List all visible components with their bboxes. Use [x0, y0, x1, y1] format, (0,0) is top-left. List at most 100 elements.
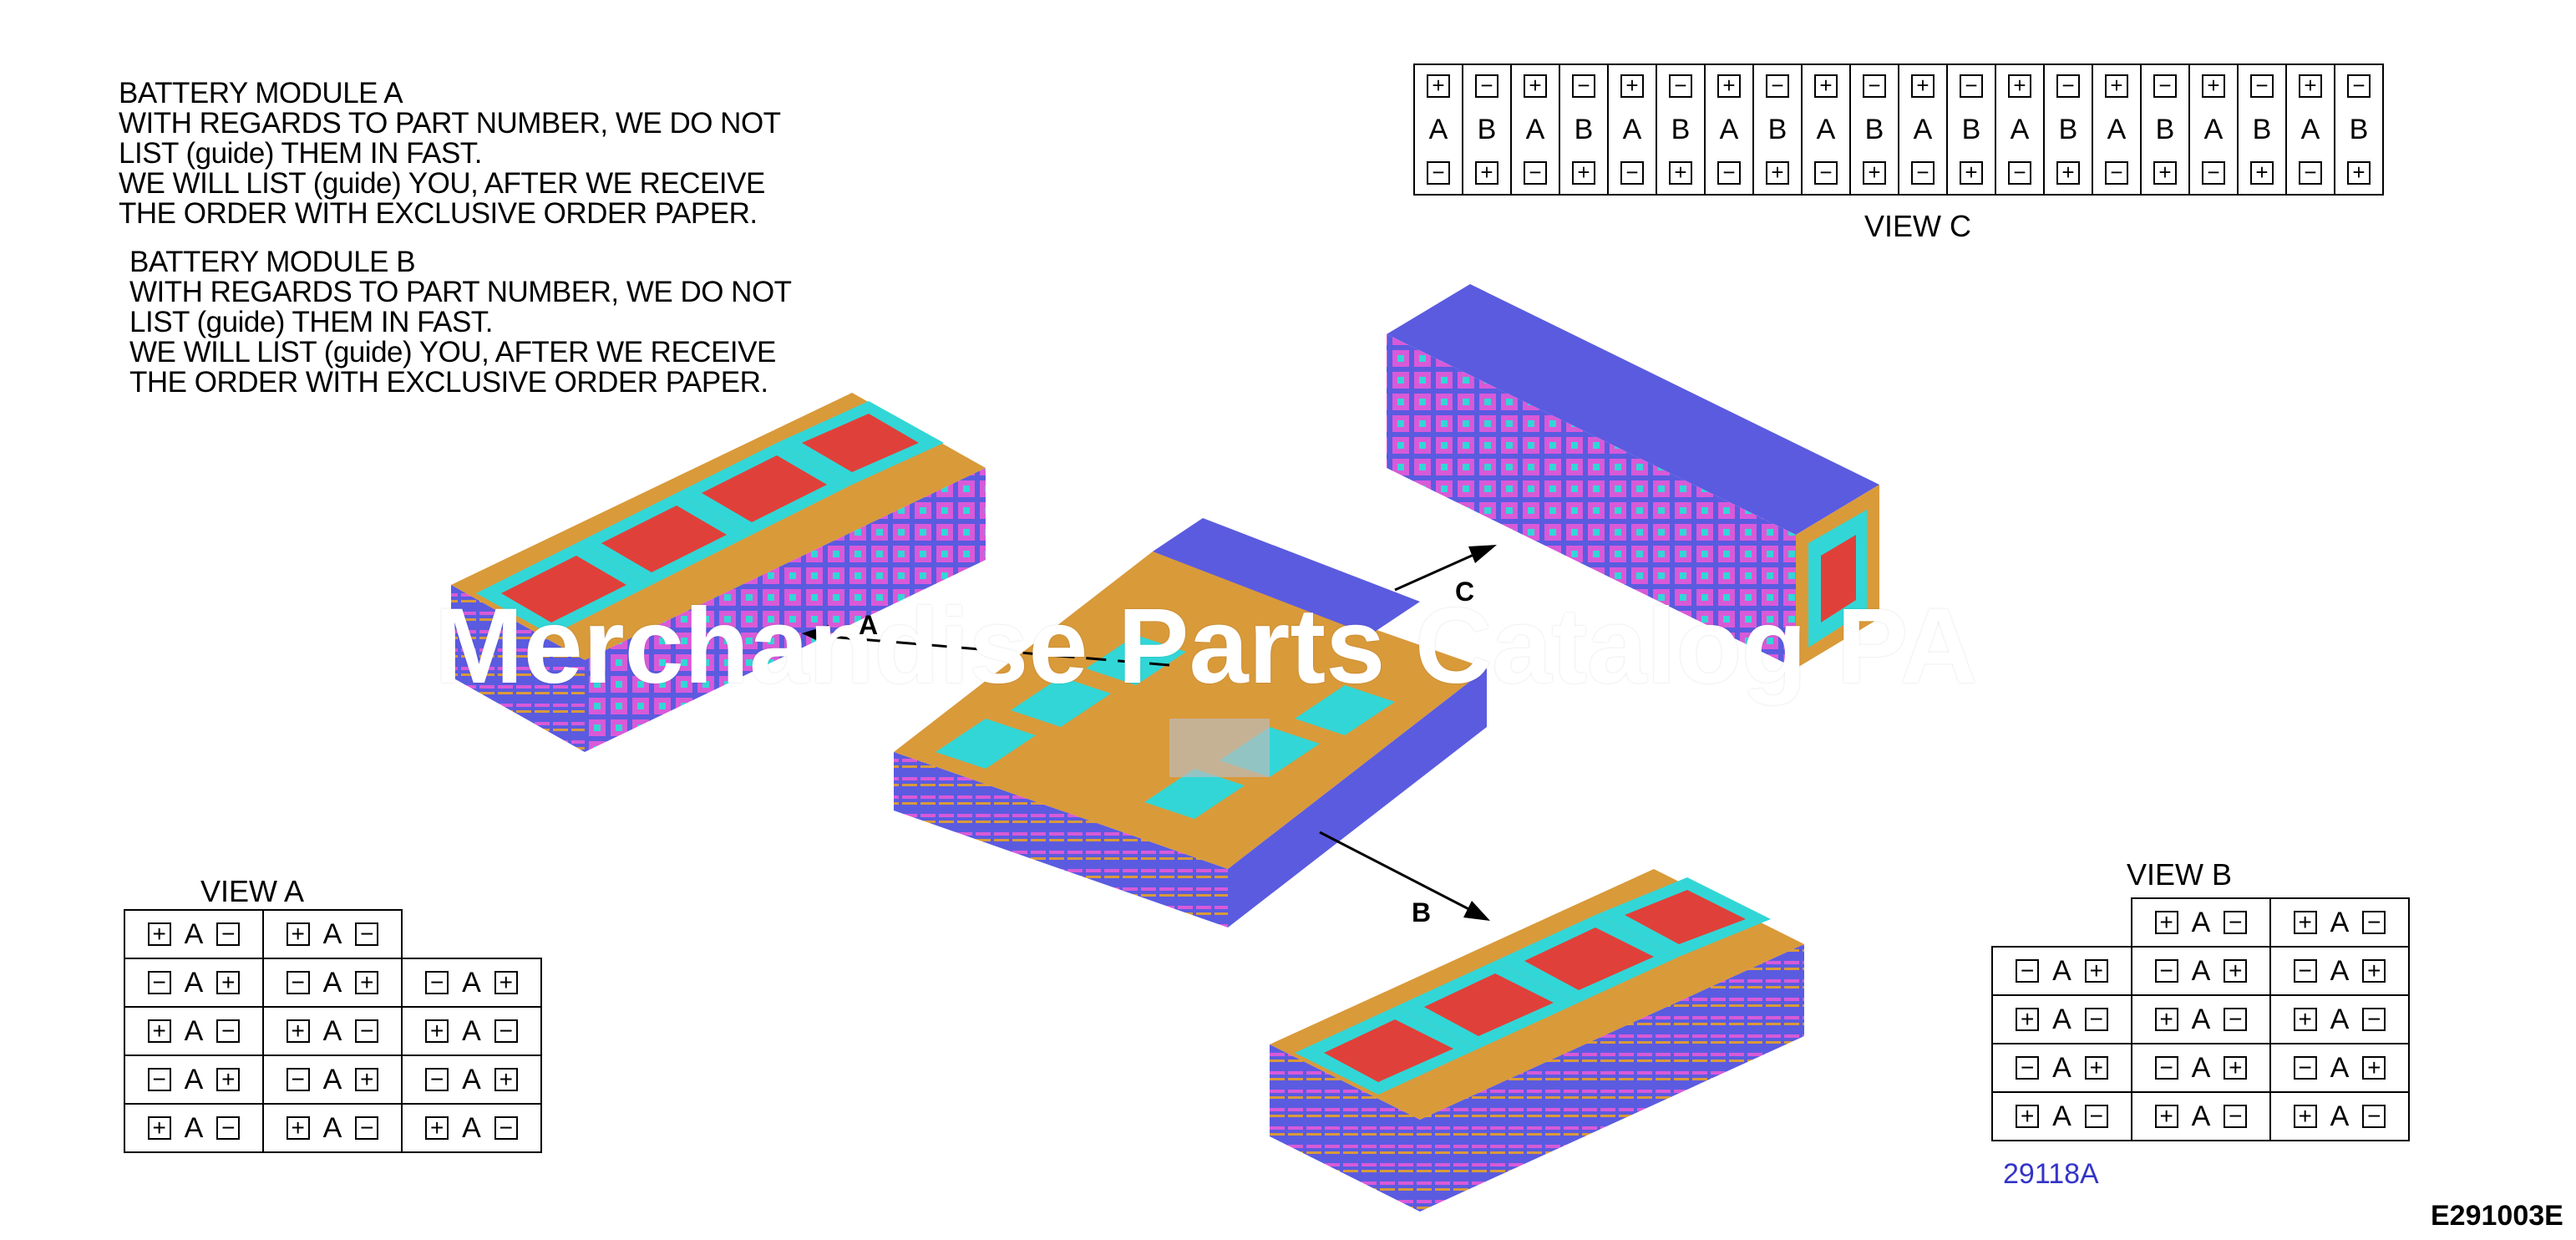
terminal-symbol: −: [1669, 74, 1692, 98]
note-line: WITH REGARDS TO PART NUMBER, WE DO NOT: [119, 107, 781, 140]
view-b-table: +A−+A−−A+−A+−A++A−+A−+A−−A+−A+−A++A−+A−+…: [1991, 897, 2410, 1141]
view-c-cell: A: [1413, 107, 1463, 152]
module-cell: +A−: [2131, 1091, 2271, 1141]
module-cell: + A−: [401, 1103, 542, 1153]
leader-arrows: [802, 545, 1497, 921]
module-cell: −A+: [2269, 946, 2410, 996]
view-c-cell: +: [1559, 152, 1609, 196]
view-c-cell: +: [2188, 64, 2239, 107]
figure-code: E291003E: [2431, 1200, 2563, 1232]
module-cell: +A−: [124, 909, 264, 959]
module-cell: −A +: [401, 958, 542, 1008]
terminal-left: −: [2154, 1056, 2178, 1080]
terminal-symbol: +: [1717, 74, 1741, 98]
view-c-cell: −: [1413, 152, 1463, 196]
terminal-symbol: −: [2008, 161, 2031, 185]
module-cell: −A+: [2269, 1043, 2410, 1093]
terminal-right: −: [355, 922, 379, 946]
module-label: A: [462, 966, 481, 999]
terminal-left: −: [425, 971, 449, 994]
callout-b: B: [1412, 897, 1432, 927]
view-c-cell: −: [2334, 64, 2384, 107]
view-c-cell: B: [2043, 107, 2093, 152]
terminal-left: +: [2016, 1008, 2040, 1031]
module-label: A: [1622, 114, 1642, 145]
view-c-cell: −: [2140, 64, 2190, 107]
module-label: A: [2052, 1100, 2071, 1132]
terminal-symbol: +: [1669, 161, 1692, 185]
terminal-symbol: −: [1572, 74, 1595, 98]
terminal-symbol: −: [2250, 74, 2274, 98]
terminal-symbol: −: [2153, 74, 2177, 98]
terminal-left: −: [147, 1068, 171, 1091]
module-cell: +A−: [1991, 1091, 2132, 1141]
terminal-symbol: −: [1620, 161, 1644, 185]
terminal-right: +: [494, 971, 518, 994]
terminal-left: +: [286, 1019, 310, 1043]
terminal-right: +: [2362, 959, 2386, 983]
terminal-left: −: [147, 971, 171, 994]
module-label: A: [2052, 954, 2071, 987]
view-c-cell: B: [2334, 107, 2384, 152]
note-line: WE WILL LIST (guide) YOU, AFTER WE RECEI…: [129, 336, 776, 368]
module-c-drawing: [1387, 284, 1879, 668]
view-c-cell: +: [2334, 152, 2384, 196]
terminal-symbol: −: [1814, 161, 1838, 185]
view-c-caption: VIEW C: [1864, 209, 1972, 243]
terminal-right: −: [2224, 1105, 2248, 1128]
module-cell: −A+: [124, 958, 264, 1008]
view-c-cell: +: [1607, 64, 1657, 107]
note-line: LIST (guide) THEM IN FAST.: [129, 306, 494, 338]
terminal-left: +: [425, 1116, 449, 1140]
view-c-cell: +: [1898, 64, 1948, 107]
terminal-left: −: [2293, 959, 2317, 983]
module-cell: +A−: [1991, 994, 2132, 1044]
terminal-symbol: +: [2347, 161, 2371, 185]
note-line: THE ORDER WITH EXCLUSIVE ORDER PAPER.: [119, 197, 758, 230]
terminal-symbol: −: [1524, 161, 1547, 185]
view-c-cell: +: [1462, 152, 1512, 196]
terminal-left: −: [425, 1068, 449, 1091]
module-label: A: [184, 1063, 204, 1095]
module-label: A: [462, 1063, 481, 1095]
module-label: A: [462, 1014, 481, 1047]
view-c-cell: −: [1849, 64, 1899, 107]
module-cell: +A−: [262, 1006, 403, 1056]
terminal-symbol: −: [2202, 161, 2225, 185]
module-label: A: [462, 1111, 481, 1144]
terminal-symbol: +: [2008, 74, 2031, 98]
terminal-left: +: [2016, 1105, 2040, 1128]
module-b-drawing: [1270, 869, 1804, 1212]
view-c-cell: +: [1510, 64, 1560, 107]
module-label: B: [1767, 114, 1787, 145]
terminal-symbol: −: [1911, 161, 1935, 185]
module-label: A: [184, 917, 204, 950]
terminal-left: +: [286, 1116, 310, 1140]
module-cell: −A+: [1991, 1043, 2132, 1093]
module-cell: +A−: [262, 909, 403, 959]
module-label: B: [2252, 114, 2272, 145]
module-cell: −A+: [124, 1055, 264, 1105]
view-c-cell: −: [1898, 152, 1948, 196]
module-label: A: [1913, 114, 1933, 145]
terminal-symbol: −: [2105, 161, 2128, 185]
module-label: A: [2203, 114, 2224, 145]
terminal-symbol: −: [1427, 161, 1450, 185]
view-c-cell: +: [2043, 152, 2093, 196]
view-c-cell: +: [1413, 64, 1463, 107]
view-c-cell: −: [2092, 152, 2142, 196]
watermark: Merchandise Parts Catalog PA: [434, 587, 1978, 706]
view-c-cell: B: [1946, 107, 1996, 152]
module-label: A: [1719, 114, 1739, 145]
terminal-left: +: [2293, 911, 2317, 934]
terminal-right: −: [494, 1116, 518, 1140]
module-label: A: [2300, 114, 2320, 145]
module-cell: −A+: [1991, 946, 2132, 996]
reference-code: 29118A: [2003, 1158, 2099, 1190]
view-c-cell: −: [1946, 64, 1996, 107]
view-c-cell: +: [1752, 152, 1803, 196]
view-c-cell: A: [2188, 107, 2239, 152]
view-c-cell: +: [2140, 152, 2190, 196]
